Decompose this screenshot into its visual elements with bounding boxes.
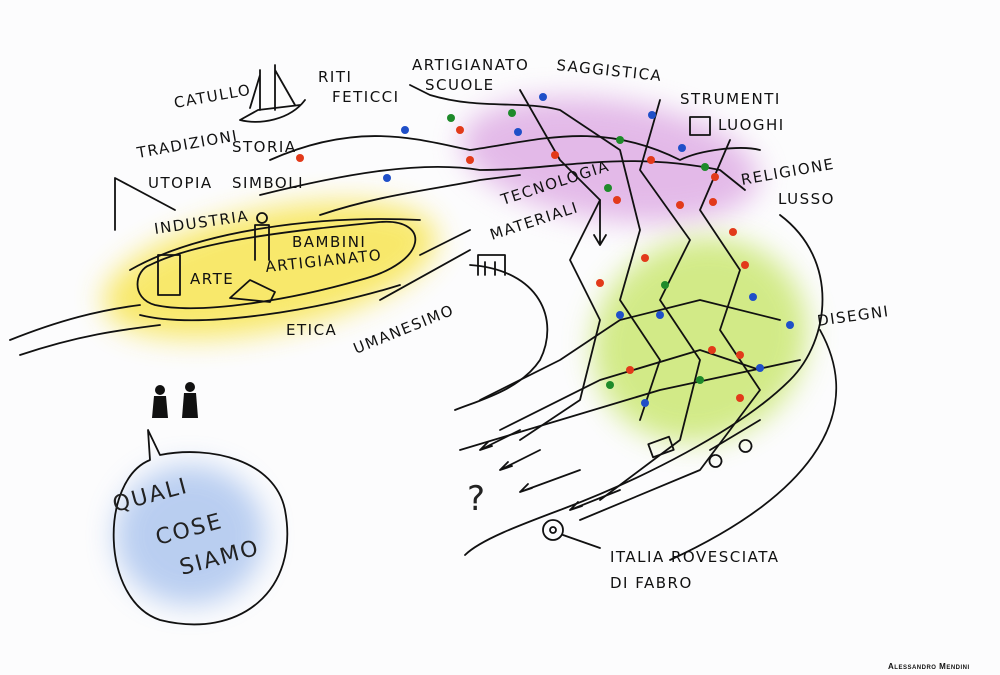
- label-materiali: MATERIALI: [488, 198, 581, 244]
- target-icon: [542, 519, 601, 549]
- yellow-area: [103, 201, 437, 339]
- label-scuole: SCUOLE: [425, 76, 495, 94]
- label-di-fabro: DI FABRO: [610, 574, 693, 592]
- label-saggistica: SAGGISTICA: [556, 56, 664, 85]
- horse-icon: [477, 254, 506, 276]
- scooter-icon: [708, 419, 761, 468]
- label-italia-rovesciata: ITALIA ROVESCIATA: [610, 548, 779, 566]
- boat-icon: [239, 64, 306, 123]
- grid-building-icon: [157, 254, 181, 296]
- label-lusso: LUSSO: [778, 190, 835, 208]
- label-umanesimo: UMANESIMO: [351, 301, 457, 358]
- network-line: [269, 135, 761, 161]
- label-arte: ARTE: [190, 270, 234, 288]
- label-storia: STORIA: [232, 138, 297, 156]
- couple-silhouettes-icon: [152, 382, 198, 418]
- network-line: [579, 139, 761, 521]
- question-mark: ?: [467, 479, 487, 519]
- blue-bubble-fill: [115, 465, 265, 605]
- network-line: [599, 99, 701, 501]
- label-utopia: UTOPIA: [148, 174, 213, 192]
- rectangle-icon: [647, 435, 675, 459]
- left-coast: [9, 304, 161, 356]
- artist-signature: Alessandro Mendini: [888, 662, 970, 671]
- figure-icon: [254, 212, 270, 261]
- label-etica: ETICA: [286, 321, 337, 339]
- network-line: [479, 299, 781, 401]
- left-hill: [114, 177, 176, 231]
- label-tradizioni: TRADIZIONI: [135, 126, 240, 162]
- label-artigianato-top: ARTIGIANATO: [412, 56, 529, 74]
- label-riti: RITI: [318, 68, 352, 86]
- label-simboli: SIMBOLI: [232, 174, 304, 192]
- disegni-arc: [669, 329, 838, 561]
- label-strumenti: STRUMENTI: [680, 90, 781, 108]
- green-area: [592, 237, 808, 443]
- node-dots: [296, 93, 794, 407]
- network-line: [319, 174, 521, 216]
- italy-outline: [464, 214, 824, 556]
- network-line: [499, 349, 761, 431]
- label-feticci: FETICCI: [332, 88, 400, 106]
- label-disegni: DISEGNI: [816, 302, 891, 330]
- speech-bubble: [112, 429, 289, 626]
- label-catullo: CATULLO: [173, 81, 253, 112]
- inner-curve: [454, 264, 549, 411]
- network-line: [409, 84, 661, 421]
- purple-area: [461, 97, 759, 223]
- shoe-icon: [229, 279, 276, 303]
- label-religione: RELIGIONE: [740, 155, 836, 189]
- network-line: [519, 89, 601, 441]
- square-icon: [689, 116, 711, 136]
- label-bambini: BAMBINI: [292, 233, 366, 251]
- arrow-icons: [479, 199, 621, 511]
- island-outline: [136, 220, 417, 310]
- label-luoghi: LUOGHI: [718, 116, 785, 134]
- network-line: [379, 229, 471, 301]
